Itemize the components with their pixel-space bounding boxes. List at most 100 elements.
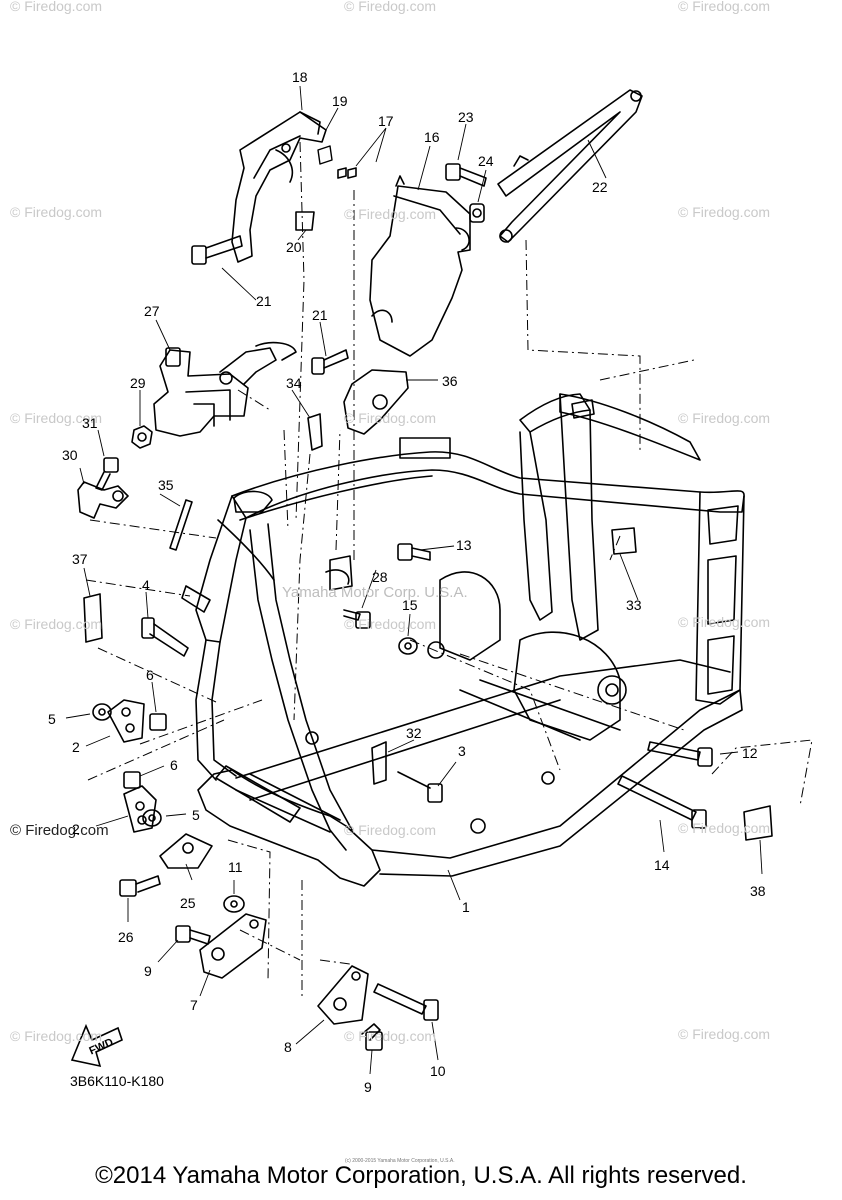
clip-part-17 <box>337 167 357 179</box>
callout-28: 28 <box>372 569 388 585</box>
bolt-part-14 <box>617 775 707 829</box>
watermark: © Firedog.com <box>10 204 103 220</box>
watermark: © Firedog.com <box>344 1028 437 1044</box>
spacer-part-20 <box>295 211 315 231</box>
callout-5: 5 <box>48 711 56 727</box>
watermark: © Firedog.com <box>344 616 437 632</box>
plate-part-7 <box>199 913 267 979</box>
bracket-part-30 <box>77 481 129 519</box>
bolt-part-6-upper <box>149 713 167 731</box>
watermark: © Firedog.com <box>10 0 103 14</box>
plate-part-2-upper <box>107 699 145 743</box>
callout-21: 21 <box>312 307 328 323</box>
callout-4: 4 <box>142 577 150 593</box>
watermark: © Firedog.com <box>678 614 771 630</box>
callout-22: 22 <box>592 179 608 195</box>
bolt-part-4 <box>141 617 189 657</box>
bolt-part-12 <box>647 741 713 767</box>
nut-part-29 <box>131 425 153 449</box>
clip-part-19 <box>317 145 333 165</box>
label-part-33 <box>611 527 637 555</box>
label-part-38 <box>743 805 773 841</box>
fine-print: (c) 2000-2015 Yamaha Motor Corporation, … <box>345 1158 455 1164</box>
callout-5: 5 <box>192 807 200 823</box>
frame-assembly-part-1 <box>181 393 745 887</box>
callout-29: 29 <box>130 375 146 391</box>
callout-1: 1 <box>462 899 470 915</box>
bolt-part-6-lower <box>123 771 141 789</box>
callout-8: 8 <box>284 1039 292 1055</box>
watermark: © Firedog.com <box>10 616 103 632</box>
bracket-part-18 <box>231 111 327 263</box>
callout-9: 9 <box>364 1079 372 1095</box>
callout-14: 14 <box>654 857 670 873</box>
callout-3: 3 <box>458 743 466 759</box>
watermark: © Firedog.com <box>678 1026 771 1042</box>
callout-21: 21 <box>256 293 272 309</box>
watermark: © Firedog.com <box>678 820 771 836</box>
callout-13: 13 <box>456 537 472 553</box>
callout-2: 2 <box>72 821 80 837</box>
watermark: © Firedog.com <box>344 822 437 838</box>
cover-part-16 <box>369 175 471 357</box>
callout-23: 23 <box>458 109 474 125</box>
watermark: © Firedog.com <box>678 410 771 426</box>
callout-32: 32 <box>406 725 422 741</box>
bolt-part-23 <box>445 163 487 187</box>
callout-27: 27 <box>144 303 160 319</box>
watermark: © Firedog.com <box>344 206 437 222</box>
faint-corp-watermark: Yamaha Motor Corp. U.S.A. <box>282 584 468 601</box>
bracket-part-32 <box>371 741 443 803</box>
watermark: © Firedog.com <box>678 204 771 220</box>
callout-33: 33 <box>626 597 642 613</box>
watermark: © Firedog.com <box>344 410 437 426</box>
callout-26: 26 <box>118 929 134 945</box>
label-part-37 <box>83 593 103 643</box>
callout-37: 37 <box>72 551 88 567</box>
strip-part-35 <box>169 499 193 551</box>
bracket-part-25 <box>159 833 213 869</box>
callout-31: 31 <box>82 415 98 431</box>
bolt-part-21-lower <box>311 349 349 375</box>
bolt-part-9-right <box>361 1023 383 1051</box>
washer-part-11 <box>223 895 245 913</box>
washer-part-15 <box>398 637 418 655</box>
callout-12: 12 <box>742 745 758 761</box>
plate-part-2-lower <box>123 785 157 833</box>
spacer-part-34 <box>307 413 323 451</box>
callout-18: 18 <box>292 69 308 85</box>
callout-6: 6 <box>146 667 154 683</box>
watermark: © Firedog.com <box>678 0 771 14</box>
callout-6: 6 <box>170 757 178 773</box>
callout-19: 19 <box>332 93 348 109</box>
callout-17: 17 <box>378 113 394 129</box>
washer-part-5-lower <box>142 809 162 827</box>
watermark: © Firedog.com <box>10 1028 103 1044</box>
callout-7: 7 <box>190 997 198 1013</box>
callout-38: 38 <box>750 883 766 899</box>
callout-16: 16 <box>424 129 440 145</box>
bolt-part-31 <box>95 457 119 491</box>
bolt-part-13 <box>397 543 431 561</box>
callout-11: 11 <box>228 859 243 875</box>
bolt-part-28 <box>343 609 371 629</box>
copyright-notice: ©2014 Yamaha Motor Corporation, U.S.A. A… <box>95 1162 747 1189</box>
callout-24: 24 <box>478 153 494 169</box>
bracket-part-36 <box>343 369 409 435</box>
bolt-part-26 <box>119 875 161 897</box>
bracket-part-27 <box>153 341 297 437</box>
watermark: © Firedog.com <box>344 0 437 14</box>
diagram-code: 3B6K110-K180 <box>70 1073 164 1089</box>
watermark: © Firedog.com <box>10 822 109 839</box>
callout-34: 34 <box>286 375 302 391</box>
leader-lines <box>65 85 763 1075</box>
callout-10: 10 <box>430 1063 446 1079</box>
stay-part-22 <box>497 89 643 243</box>
bolt-part-21-upper <box>191 235 243 265</box>
callout-15: 15 <box>402 597 418 613</box>
callout-35: 35 <box>158 477 174 493</box>
callout-20: 20 <box>286 239 302 255</box>
washer-part-5-upper <box>92 703 112 721</box>
callout-9: 9 <box>144 963 152 979</box>
